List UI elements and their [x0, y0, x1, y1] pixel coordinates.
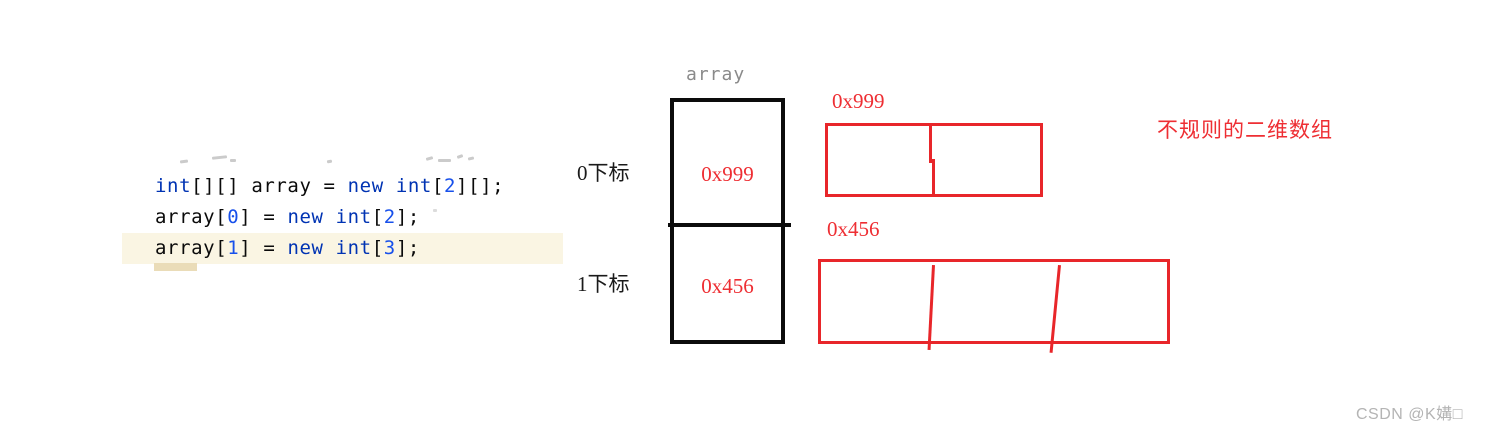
code-token: ] = [239, 206, 288, 228]
erased-text-artifact [425, 156, 434, 161]
erased-text-artifact [438, 159, 451, 162]
index-0-label: 0下标 [577, 161, 630, 185]
code-token [324, 237, 336, 259]
row0-cell-divider [932, 159, 935, 197]
code-token: ]; [395, 237, 420, 259]
code-token: array[ [155, 237, 228, 259]
code-token: new [287, 237, 324, 259]
index-1-label: 1下标 [577, 272, 630, 296]
row0-cell-divider [929, 126, 932, 163]
array-variable-label: array [686, 64, 746, 85]
erased-text-artifact [211, 155, 228, 160]
erased-text-artifact [456, 154, 464, 159]
code-token [324, 206, 336, 228]
code-line-3: array[1] = new int[3]; [155, 233, 420, 264]
code-token: ][]; [456, 175, 505, 197]
erased-text-artifact [326, 159, 333, 164]
code-token: ]; [395, 206, 420, 228]
code-token: ] = [239, 237, 288, 259]
row0-address-label: 0x999 [832, 89, 885, 113]
code-token: new [287, 206, 324, 228]
code-token [384, 175, 396, 197]
code-token: [][] array = [191, 175, 348, 197]
code-token: int [155, 175, 192, 197]
pointer-array-box [670, 98, 785, 344]
code-token: 3 [383, 237, 396, 259]
address-cell-0: 0x999 [701, 162, 754, 186]
address-cell-1: 0x456 [701, 274, 754, 298]
code-token: [ [431, 175, 444, 197]
code-line-2: array[0] = new int[2]; [155, 202, 420, 233]
code-line-1: int[][] array = new int[2][]; [155, 171, 504, 202]
code-token: int [335, 206, 372, 228]
row1-address-label: 0x456 [827, 217, 880, 241]
caret-selection-bar [154, 263, 197, 271]
erased-text-artifact [230, 159, 236, 162]
erased-text-artifact [467, 156, 475, 161]
code-token: 1 [227, 237, 240, 259]
current-line-highlight [122, 233, 563, 264]
jagged-array-annotation: 不规则的二维数组 [1157, 118, 1333, 142]
code-token: int [395, 175, 432, 197]
code-token: [ [371, 206, 384, 228]
row1-array-box [818, 259, 1170, 344]
csdn-watermark: CSDN @K媾□ [1356, 406, 1463, 423]
pointer-array-divider [668, 223, 791, 227]
code-token: 0 [227, 206, 240, 228]
erased-text-artifact [179, 159, 189, 164]
code-token: int [335, 237, 372, 259]
erased-text-artifact [433, 209, 437, 212]
code-token: new [347, 175, 384, 197]
code-token: 2 [383, 206, 396, 228]
code-token: 2 [443, 175, 457, 197]
code-token: array[ [155, 206, 228, 228]
code-token: [ [371, 237, 384, 259]
